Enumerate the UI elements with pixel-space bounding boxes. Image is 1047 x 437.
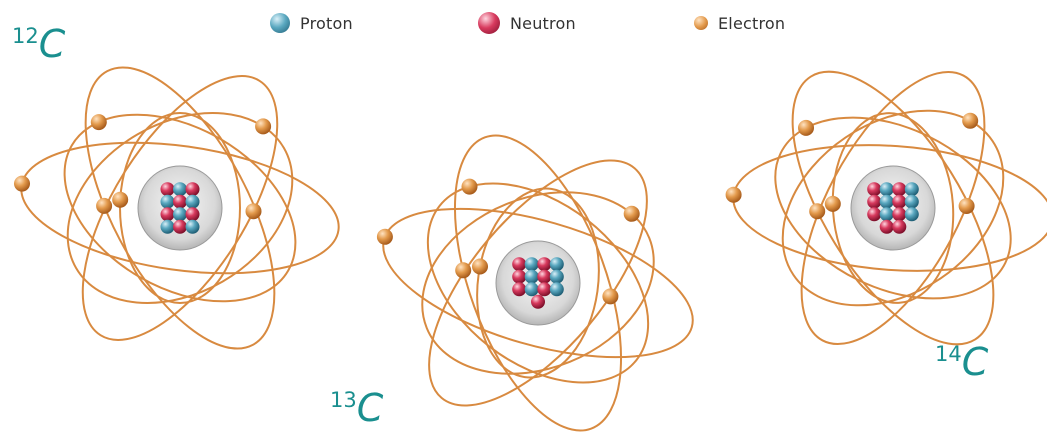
electron-orbit [453, 134, 623, 432]
neutron [537, 269, 552, 284]
proton [524, 257, 539, 272]
proton [879, 182, 894, 197]
electron-orbit [66, 112, 294, 304]
electron [798, 119, 814, 136]
electron [376, 228, 393, 245]
proton [879, 194, 894, 209]
electron [112, 191, 129, 208]
proton [173, 207, 187, 222]
atom-12 [14, 66, 340, 350]
proton [160, 219, 175, 234]
electron-orbit [119, 112, 241, 304]
nucleus-shell [495, 240, 581, 326]
electron [245, 203, 262, 220]
electron [455, 262, 472, 279]
electron-icon [694, 16, 708, 30]
proton [549, 282, 564, 297]
legend-item-proton: Proton [270, 8, 353, 38]
isotope-symbol: C [356, 386, 384, 430]
legend: Proton Neutron Electron [0, 8, 1047, 38]
isotope-mass: 14 [935, 342, 962, 366]
isotope-symbol: C [38, 22, 66, 66]
neutron [537, 282, 552, 297]
legend-label-electron: Electron [718, 13, 786, 33]
neutron [531, 294, 545, 309]
proton-icon [270, 13, 290, 33]
neutron [537, 257, 552, 272]
neutron [160, 207, 175, 222]
neutron [512, 257, 527, 272]
legend-item-neutron: Neutron [478, 8, 576, 38]
electron-orbit [476, 187, 600, 379]
electron-orbit [831, 112, 955, 304]
electron [255, 118, 272, 135]
isotope-mass: 13 [330, 388, 357, 412]
neutron [185, 207, 200, 222]
proton [185, 219, 200, 234]
nucleus-shell [850, 165, 936, 251]
isotope-label-c13: 13C [330, 386, 383, 430]
proton [549, 269, 564, 284]
legend-label-proton: Proton [300, 13, 353, 33]
electron [461, 178, 478, 195]
isotope-label-c12: 12C [12, 22, 65, 66]
electron [90, 114, 107, 131]
proton [904, 207, 919, 222]
neutron [892, 194, 907, 209]
electron [824, 195, 841, 212]
electron-orbit [781, 109, 1005, 307]
electron [602, 288, 619, 305]
neutron [185, 182, 200, 197]
electron [14, 175, 30, 192]
isotope-symbol: C [961, 340, 989, 384]
electron-orbit [84, 66, 276, 350]
proton [904, 182, 919, 197]
proton [173, 182, 187, 197]
proton [549, 257, 564, 272]
isotope-label-c14: 14C [935, 340, 988, 384]
legend-item-electron: Electron [694, 8, 785, 38]
electron-orbit [421, 191, 655, 375]
electron [725, 186, 742, 203]
electron [809, 203, 826, 220]
proton [160, 194, 175, 209]
neutron [892, 207, 907, 222]
proton [904, 194, 919, 209]
electron-orbit [791, 70, 995, 346]
neutron [173, 219, 187, 234]
neutron [160, 182, 175, 197]
electron [623, 205, 640, 222]
atom-13 [376, 134, 694, 432]
electron [96, 197, 113, 214]
electron [958, 198, 975, 214]
legend-label-neutron: Neutron [510, 13, 576, 33]
neutron [512, 269, 527, 284]
neutron [512, 282, 527, 297]
proton [185, 194, 200, 209]
proton [879, 207, 894, 222]
electron [472, 258, 488, 275]
neutron-icon [478, 12, 500, 34]
neutron [892, 182, 907, 197]
atom-14 [725, 70, 1047, 346]
neutron [173, 194, 187, 209]
proton [524, 282, 539, 297]
isotope-mass: 12 [12, 24, 39, 48]
neutron [867, 182, 882, 197]
neutron [879, 219, 894, 234]
neutron [867, 207, 882, 222]
proton [524, 269, 539, 284]
neutron [867, 194, 882, 209]
electron [962, 112, 979, 129]
neutron [892, 219, 907, 234]
